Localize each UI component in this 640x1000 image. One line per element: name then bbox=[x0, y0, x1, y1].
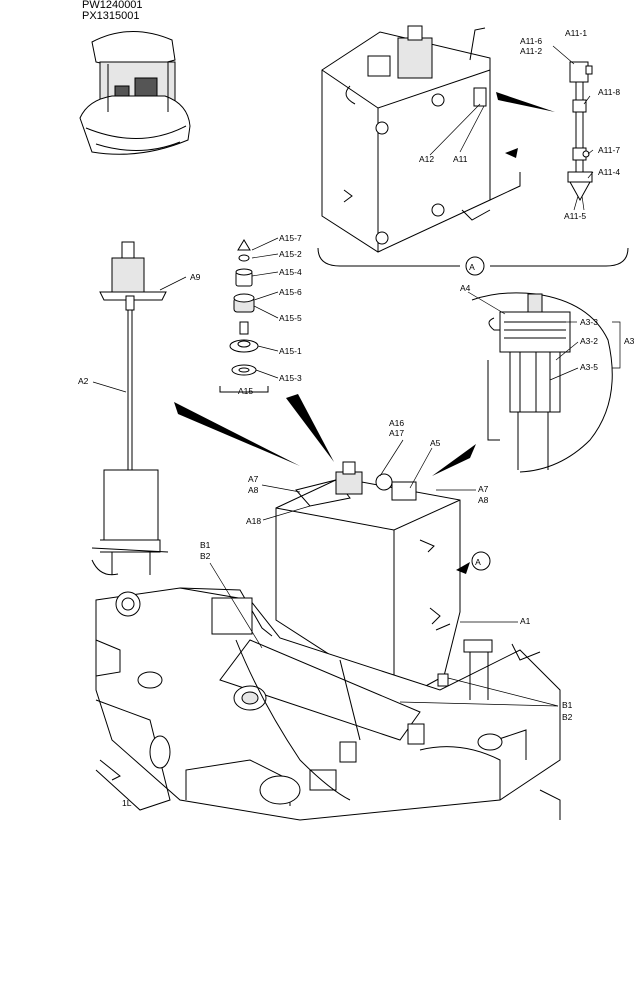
pointer-wedge-right bbox=[432, 444, 476, 476]
label-a3-2: A3-2 bbox=[580, 336, 598, 346]
label-a12: A12 bbox=[419, 154, 434, 164]
label-a15-2: A15-2 bbox=[279, 249, 302, 259]
detail-view-a-tank bbox=[321, 25, 555, 253]
label-a15-7: A15-7 bbox=[279, 233, 302, 243]
label-a9: A9 bbox=[190, 272, 201, 282]
label-a4: A4 bbox=[460, 283, 471, 293]
label-a3-5: A3-5 bbox=[580, 362, 598, 372]
label-a5: A5 bbox=[430, 438, 441, 448]
label-a1: A1 bbox=[520, 616, 531, 626]
view-a-marker-label: A bbox=[475, 557, 481, 567]
view-a-bracket bbox=[317, 247, 629, 267]
label-a11-8: A11-8 bbox=[598, 87, 620, 97]
view-a-marker-circle bbox=[465, 256, 485, 276]
label-a11-7: A11-7 bbox=[598, 145, 620, 155]
label-a17: A17 bbox=[389, 428, 404, 438]
label-a8-left: A8 bbox=[248, 485, 259, 495]
view-a-marker-top: A bbox=[469, 262, 475, 272]
pointer-wedge-middle bbox=[286, 394, 334, 462]
label-b1-right: B1 bbox=[562, 700, 573, 710]
drawing-number-1: PW1240001 bbox=[82, 0, 143, 11]
label-a3-3: A3-3 bbox=[580, 317, 598, 327]
main-tank-assembly bbox=[95, 461, 561, 821]
label-a7-left: A7 bbox=[248, 474, 259, 484]
vent-a4-detail bbox=[471, 292, 613, 473]
leader-lines bbox=[92, 45, 621, 707]
label-a15-1: A15-1 bbox=[279, 346, 302, 356]
label-a15: A15 bbox=[238, 386, 253, 396]
cap-a15-exploded bbox=[219, 239, 269, 393]
pointer-wedge-left bbox=[174, 402, 300, 466]
label-a8-right: A8 bbox=[478, 495, 489, 505]
label-a3: A3 bbox=[624, 336, 635, 346]
label-a11: A11 bbox=[453, 154, 468, 164]
label-b2-left: B2 bbox=[200, 551, 211, 561]
drawing-number-2: PX1315001 bbox=[82, 10, 140, 22]
view-a-direction-arrow bbox=[456, 562, 470, 574]
label-b2-right: B2 bbox=[562, 712, 573, 722]
label-a15-5: A15-5 bbox=[279, 313, 302, 323]
label-b1-left: B1 bbox=[200, 540, 211, 550]
part-labels: A9 A2 A15-7 A15-2 A15-4 A15-6 A15-5 A15-… bbox=[78, 28, 635, 808]
label-a7-right: A7 bbox=[478, 484, 489, 494]
label-a16: A16 bbox=[389, 418, 404, 428]
label-a2: A2 bbox=[78, 376, 89, 386]
corner-mark: 1L bbox=[122, 798, 132, 808]
label-a15-3: A15-3 bbox=[279, 373, 302, 383]
label-a11-5: A11-5 bbox=[564, 211, 586, 221]
dipstick-a11-exploded bbox=[567, 61, 593, 202]
filler-tube-detail bbox=[91, 241, 169, 576]
label-a11-4: A11-4 bbox=[598, 167, 620, 177]
label-a11-2: A11-2 bbox=[520, 46, 542, 56]
label-a15-6: A15-6 bbox=[279, 287, 302, 297]
label-a15-4: A15-4 bbox=[279, 267, 302, 277]
label-a11-1: A11-1 bbox=[565, 28, 587, 38]
label-a18: A18 bbox=[246, 516, 261, 526]
view-a-marker-main bbox=[471, 551, 491, 571]
machine-overview-thumbnail bbox=[79, 31, 191, 155]
label-a11-6: A11-6 bbox=[520, 36, 542, 46]
